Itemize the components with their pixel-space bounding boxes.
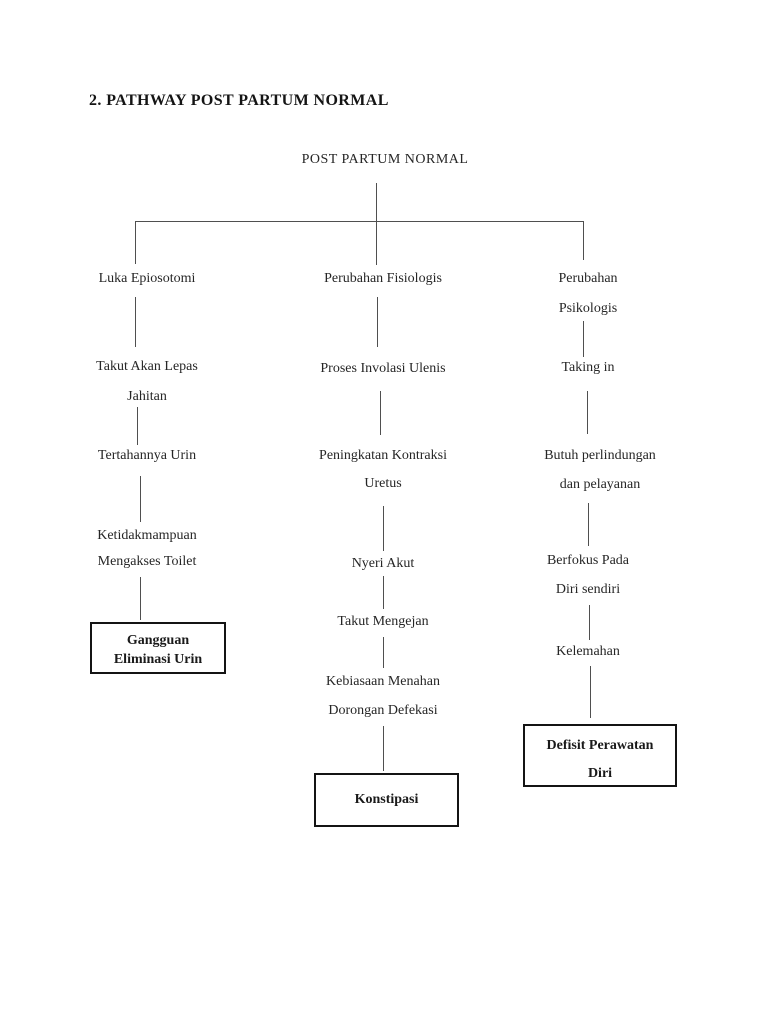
node-kelemahan: Kelemahan	[556, 644, 620, 659]
outcome-box-defisit-perawatan-diri: Defisit Perawatan Diri	[523, 724, 677, 787]
node-kebiasaan-menahan-line2: Dorongan Defekasi	[328, 703, 438, 718]
connector-branch-rail	[135, 221, 584, 222]
node-perubahan-psikologis-line1: Perubahan	[558, 271, 618, 286]
node-tertahannya-urin: Tertahannya Urin	[97, 448, 197, 463]
node-proses-involasi-ulenis: Proses Involasi Ulenis	[320, 361, 446, 376]
connector-right-4	[589, 605, 590, 640]
connector-middle-3	[383, 506, 384, 551]
connector-middle-5	[383, 637, 384, 668]
connector-drop-left	[135, 222, 136, 264]
connector-root-stem	[376, 183, 377, 222]
node-perubahan-fisiologis: Perubahan Fisiologis	[324, 271, 442, 286]
node-takut-akan-lepas-line2: Jahitan	[127, 389, 167, 404]
node-ketidakmampuan-line1: Ketidakmampuan	[97, 528, 197, 543]
connector-middle-2	[380, 391, 381, 435]
connector-left-2	[137, 407, 138, 445]
node-ketidakmampuan-line2: Mengakses Toilet	[97, 554, 197, 569]
node-butuh-perlindungan-line2: dan pelayanan	[559, 477, 641, 492]
connector-left-3	[140, 476, 141, 522]
node-berfokus-pada-line2: Diri sendiri	[555, 582, 621, 597]
node-luka-epiosotomi: Luka Epiosotomi	[98, 271, 196, 286]
connector-middle-4	[383, 576, 384, 609]
outcome-box-konstipasi: Konstipasi	[314, 773, 459, 827]
node-peningkatan-kontraksi-line2: Uretus	[364, 476, 402, 491]
connector-right-3	[588, 503, 589, 546]
outcome-label-line1: Defisit Perawatan	[546, 738, 654, 753]
node-berfokus-pada-line1: Berfokus Pada	[546, 553, 630, 568]
node-takut-mengejan: Takut Mengejan	[337, 614, 429, 629]
node-takut-akan-lepas-line1: Takut Akan Lepas	[96, 359, 198, 374]
connector-right-2	[587, 391, 588, 434]
node-kebiasaan-menahan-line1: Kebiasaan Menahan	[326, 674, 440, 689]
connector-left-4	[140, 577, 141, 620]
outcome-box-gangguan-eliminasi-urin: Gangguan Eliminasi Urin	[90, 622, 226, 674]
page-title: 2. PATHWAY POST PARTUM NORMAL	[89, 92, 389, 109]
connector-middle-6	[383, 726, 384, 771]
connector-drop-right	[583, 222, 584, 260]
outcome-label-line2: Eliminasi Urin	[113, 652, 203, 667]
connector-right-5	[590, 666, 591, 718]
connector-middle-1	[377, 297, 378, 347]
node-taking-in: Taking in	[561, 360, 615, 375]
outcome-label-line1: Gangguan	[126, 633, 190, 648]
connector-right-1	[583, 321, 584, 357]
node-perubahan-psikologis-line2: Psikologis	[558, 301, 618, 316]
connector-left-1	[135, 297, 136, 347]
outcome-label-line2: Diri	[587, 766, 613, 781]
root-node-label: POST PARTUM NORMAL	[301, 152, 469, 167]
connector-drop-middle	[376, 222, 377, 265]
node-butuh-perlindungan-line1: Butuh perlindungan	[544, 448, 656, 463]
node-nyeri-akut: Nyeri Akut	[351, 556, 415, 571]
node-peningkatan-kontraksi-line1: Peningkatan Kontraksi	[319, 448, 447, 463]
outcome-label: Konstipasi	[354, 792, 419, 807]
